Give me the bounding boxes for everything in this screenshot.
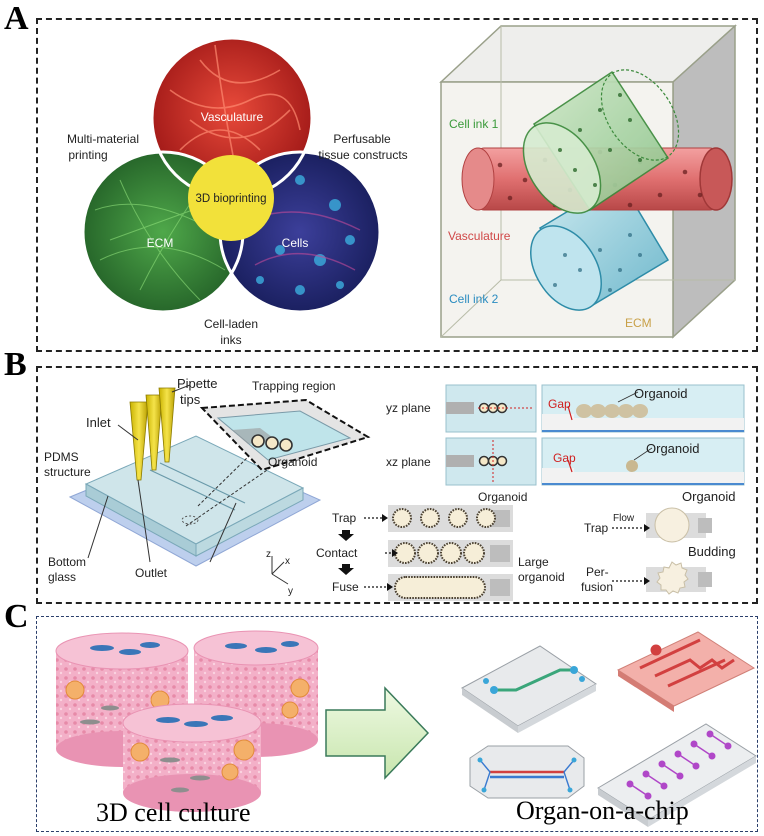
panel-letter-b: B [4, 346, 27, 383]
chip-serpentine [616, 631, 756, 712]
outlet-label: Outlet [135, 566, 168, 580]
bottom-glass-label-1: Bottom [48, 555, 86, 569]
yz-plane-label: yz plane [386, 401, 431, 415]
perfusion-label-2: fusion [581, 580, 613, 594]
yz-organoid-label: Organoid [634, 386, 687, 401]
pdms-label-2: structure [44, 465, 91, 479]
cube-ecm-label: ECM [625, 316, 652, 330]
right-arrow-icon [325, 686, 430, 780]
panel-c-frame [36, 616, 758, 832]
cube-vasculature-label: Vasculature [448, 229, 511, 243]
chip-branched [469, 745, 585, 799]
trapping-region-zoom [199, 398, 371, 472]
perfusion-organoid-label: Organoid [682, 489, 735, 504]
perfusion-trap-label: Trap [584, 521, 609, 535]
pipette-label-1: Pipette [177, 376, 217, 391]
fusion-steps [388, 505, 513, 601]
venn-diagram [81, 36, 382, 314]
perfusable-label-2: tissue constructs [318, 148, 407, 162]
trapping-region-label: Trapping region [252, 379, 336, 393]
bottom-glass-label-2: glass [48, 570, 76, 584]
perfusable-label-1: Perfusable [333, 132, 391, 146]
inlet-label: Inlet [86, 415, 111, 430]
chip-caption: Organ-on-a-chip [516, 796, 689, 825]
xz-plane-label: xz plane [386, 455, 431, 469]
bioprinting-circle [188, 155, 274, 241]
yz-cross-section [541, 384, 745, 433]
cell-laden-label-2: inks [220, 333, 241, 347]
axis-gizmo [271, 556, 289, 585]
chip-parallel-wells [597, 723, 757, 827]
panel-letter-a: A [4, 0, 29, 37]
multi-material-label-2: printing [68, 148, 107, 162]
axis-y-label: y [288, 586, 293, 597]
axis-x-label: x [285, 556, 290, 567]
cell-ink-2-label: Cell ink 2 [449, 292, 499, 306]
axis-z-label: z [266, 549, 271, 560]
gap-label-2: Gap [553, 451, 576, 465]
panel-letter-c: C [4, 598, 29, 635]
large-organoid-label-2: organoid [518, 570, 565, 584]
cell-laden-label-1: Cell-laden [204, 317, 258, 331]
flow-label: Flow [613, 513, 635, 524]
perfusion-steps [646, 507, 712, 595]
device-organoid-label: Organoid [268, 455, 317, 469]
xz-plane-view [445, 437, 537, 486]
panel-a-frame [36, 18, 758, 352]
cell-ink-1-label: Cell ink 1 [449, 117, 499, 131]
xz-organoid-label: Organoid [646, 441, 699, 456]
multi-material-label-1: Multi-material [67, 132, 139, 146]
chip-linear-channel [461, 645, 597, 733]
step-trap-label: Trap [332, 511, 357, 525]
venn-center-label: 3D bioprinting [196, 193, 267, 205]
pipette-label-2: tips [180, 392, 201, 407]
cell-ink-1-cylinder [522, 69, 680, 214]
step-fuse-label: Fuse [332, 580, 359, 594]
step-organoid-label: Organoid [478, 490, 527, 504]
gap-label-1: Gap [548, 397, 571, 411]
large-organoid-label-1: Large [518, 555, 549, 569]
venn-left-label: ECM [147, 236, 174, 250]
venn-right-label: Cells [282, 236, 309, 250]
yz-plane-view [445, 384, 537, 433]
budding-label: Budding [688, 544, 736, 559]
pdms-label-1: PDMS [44, 450, 79, 464]
pipette-tips [129, 387, 176, 481]
xz-cross-section [541, 437, 745, 486]
culture-caption: 3D cell culture [96, 798, 251, 827]
venn-top-label: Vasculature [201, 110, 264, 124]
culture-cylinder-front [122, 703, 262, 812]
panel-b-frame [36, 366, 758, 604]
step-contact-label: Contact [316, 546, 358, 560]
perfusion-label-1: Per- [586, 565, 609, 579]
